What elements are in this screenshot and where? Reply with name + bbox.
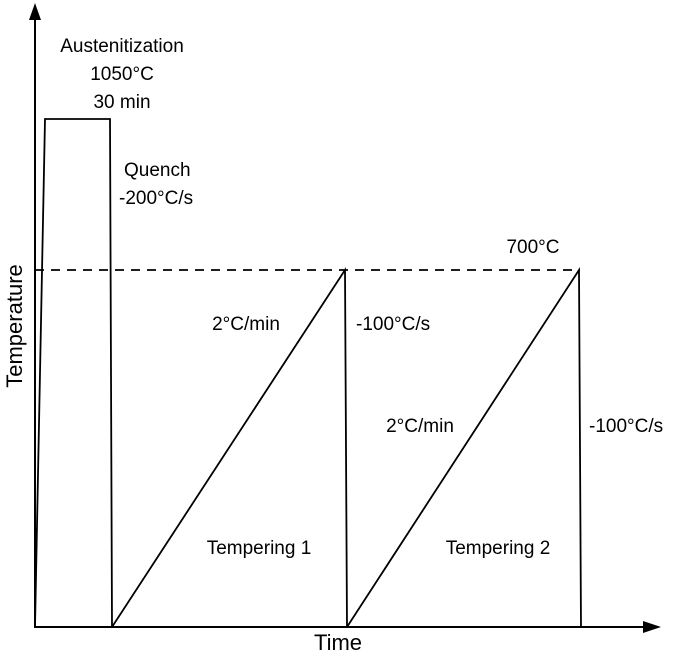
x-axis-arrowhead [643,621,661,633]
tempering-1-cooling-rate: -100°C/s [356,314,430,335]
x-axis-label: Time [314,630,362,655]
austenitization-title: Austenitization [60,36,184,57]
quench-title: Quench [124,160,191,181]
tempering-1-profile [111,267,348,628]
quench-rate: -200°C/s [119,188,193,209]
austenitization-duration: 30 min [93,92,150,113]
y-axis-label: Temperature [2,264,27,388]
tempering-2-heating-rate: 2°C/min [386,416,454,437]
tempering-2-label: Tempering 2 [446,538,551,559]
tempering-temperature-label: 700°C [506,237,559,258]
austenitization-temperature: 1050°C [90,64,154,85]
y-axis-arrowhead [29,3,41,20]
tempering-2-profile [346,266,582,628]
tempering-2-cooling-rate: -100°C/s [589,416,663,437]
austenitization-profile [34,118,113,628]
tempering-1-label: Tempering 1 [207,538,312,559]
tempering-1-heating-rate: 2°C/min [212,314,280,335]
